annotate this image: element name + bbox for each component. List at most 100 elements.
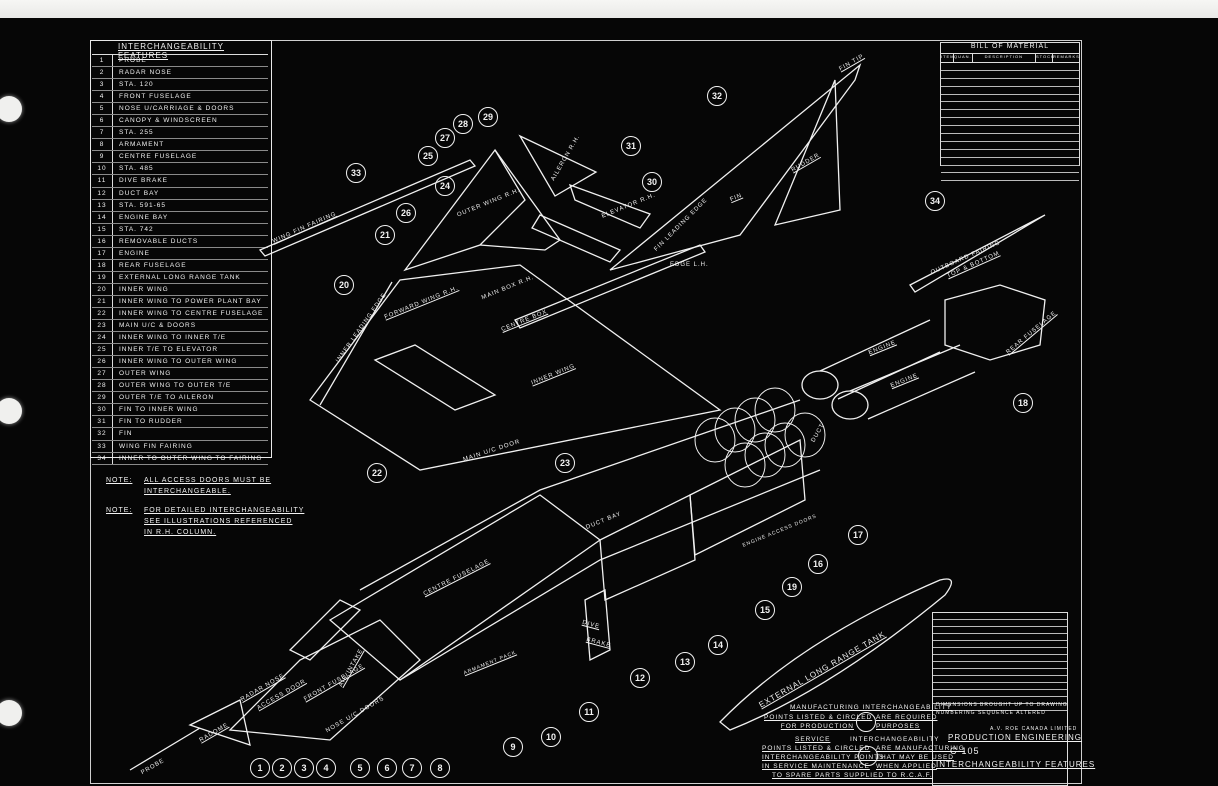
features-table-row: 8Armament: [92, 139, 268, 152]
legend-line: Purposes: [876, 723, 921, 730]
radome: [188, 699, 251, 746]
features-table-row: 29Outer T/E To Aileron: [92, 392, 268, 405]
features-table-row: 12Duct Bay: [92, 187, 268, 200]
features-table-row: 17Engine: [92, 247, 268, 260]
callout-9: 9: [503, 737, 523, 757]
legend-service-title-right: Interchangeability: [850, 736, 940, 743]
callout-19: 19: [782, 577, 802, 597]
callout-29: 29: [478, 107, 498, 127]
features-table-row: 2Radar Nose: [92, 67, 268, 80]
row-label: Rear Fuselage: [119, 261, 187, 269]
row-label: Fin To Rudder: [119, 418, 183, 426]
row-number: 17: [92, 247, 113, 259]
features-table-row: 21Inner Wing To Power Plant Bay: [92, 295, 268, 308]
row-number: 16: [92, 235, 113, 247]
row-number: 21: [92, 295, 113, 307]
aircraft-designation: C-105: [950, 746, 980, 756]
features-table-row: 9Centre Fuselage: [92, 151, 268, 164]
note-access-doors: Note: All Access Doors Must Be Interchan…: [106, 475, 271, 497]
row-number: 2: [92, 67, 113, 79]
bom-row: [941, 150, 1079, 158]
wing-fin-fairing: [258, 159, 477, 257]
row-number: 27: [92, 368, 113, 380]
callout-22: 22: [367, 463, 387, 483]
bom-row: [941, 79, 1079, 87]
legend-line: Are Required: [876, 714, 938, 721]
callout-15: 15: [755, 600, 775, 620]
callout-11: 11: [579, 702, 599, 722]
fuselage-top: [359, 399, 801, 591]
row-label: Centre Fuselage: [119, 153, 198, 161]
title-block-grid-row: [933, 690, 1067, 697]
flap-box: [373, 344, 497, 411]
callout-24: 24: [435, 176, 455, 196]
callout-18: 18: [1013, 393, 1033, 413]
features-table-row: 13Sta. 591-65: [92, 199, 268, 212]
bom-row: [941, 126, 1079, 135]
callout-2: 2: [272, 758, 292, 778]
features-table-row: 19External Long Range Tank: [92, 271, 268, 284]
row-label: Sta. 742: [119, 225, 154, 233]
row-label: Probe: [119, 57, 147, 64]
callout-27: 27: [435, 128, 455, 148]
row-number: 14: [92, 211, 113, 223]
front-fuselage: [228, 619, 421, 741]
legend-circle-symbol: [856, 712, 876, 732]
features-table-row: 20Inner Wing: [92, 283, 268, 296]
rear-fuselage: [944, 284, 1046, 361]
note-line: See Illustrations Referenced: [144, 518, 293, 525]
legend-service-left: Points Listed & Circled Interchangeabili…: [762, 744, 884, 771]
callout-8: 8: [430, 758, 450, 778]
callout-17: 17: [848, 525, 868, 545]
row-number: 19: [92, 271, 113, 283]
callout-13: 13: [675, 652, 695, 672]
rudder: [773, 79, 841, 226]
row-number: 6: [92, 115, 113, 127]
features-table-row: 33Wing Fin Fairing: [92, 440, 268, 453]
row-number: 18: [92, 259, 113, 271]
callout-7: 7: [402, 758, 422, 778]
features-table-row: 7Sta. 255: [92, 127, 268, 140]
fin: [609, 63, 862, 271]
row-label: Wing Fin Fairing: [119, 442, 193, 450]
callout-25: 25: [418, 146, 438, 166]
features-table-row: 32Fin: [92, 428, 268, 441]
note-line: In R.H. Column.: [144, 529, 217, 536]
bom-row: [941, 166, 1079, 174]
row-number: 11: [92, 175, 113, 187]
inner-leading-edge: [319, 281, 393, 406]
title-block-grid-row: [933, 676, 1067, 683]
row-label: Front Fuselage: [119, 93, 192, 101]
dive-brake: [584, 588, 611, 662]
legend-manufacturing-title: Manufacturing Interchangeability: [790, 704, 953, 711]
punch-hole: [0, 700, 22, 726]
fuselage-bottom: [399, 469, 821, 681]
features-table-row: 22Inner Wing To Centre Fuselage: [92, 307, 268, 321]
outer-wing: [403, 148, 526, 272]
title-block-grid-row: [933, 641, 1067, 648]
features-table-row: 15Sta. 742: [92, 223, 268, 236]
legend-line: For Production: [780, 723, 854, 730]
bom-row: [941, 173, 1079, 182]
title-block-grid-row: [933, 669, 1067, 676]
engines: [801, 319, 976, 420]
row-label: Canopy & Windscreen: [119, 117, 218, 125]
bom-row: [941, 142, 1079, 150]
bom-header: Item Quan. Description Stock Remarks: [941, 54, 1079, 63]
note-line: Interchangeable.: [144, 488, 231, 495]
row-label: Outer Wing: [119, 370, 172, 378]
row-number: 5: [92, 103, 113, 115]
row-number: 8: [92, 139, 113, 151]
note-line: All Access Doors Must Be: [144, 477, 272, 484]
callout-4: 4: [316, 758, 336, 778]
legend-service-title-left: Service: [795, 736, 831, 743]
row-label: Inner Wing To Outer Wing: [119, 358, 238, 366]
row-label: Sta. 255: [119, 129, 154, 137]
legend-line: When Applied: [876, 763, 937, 770]
revision-1: Dimensions Brought Up to Drawing: [936, 702, 1068, 708]
legend-manufacturing-right: Are Required Purposes: [876, 713, 937, 731]
row-number: 10: [92, 163, 113, 175]
legend-service-footer: To Spare Parts Supplied To R.C.A.F.: [772, 772, 933, 779]
row-label: Engine Bay: [119, 213, 169, 221]
